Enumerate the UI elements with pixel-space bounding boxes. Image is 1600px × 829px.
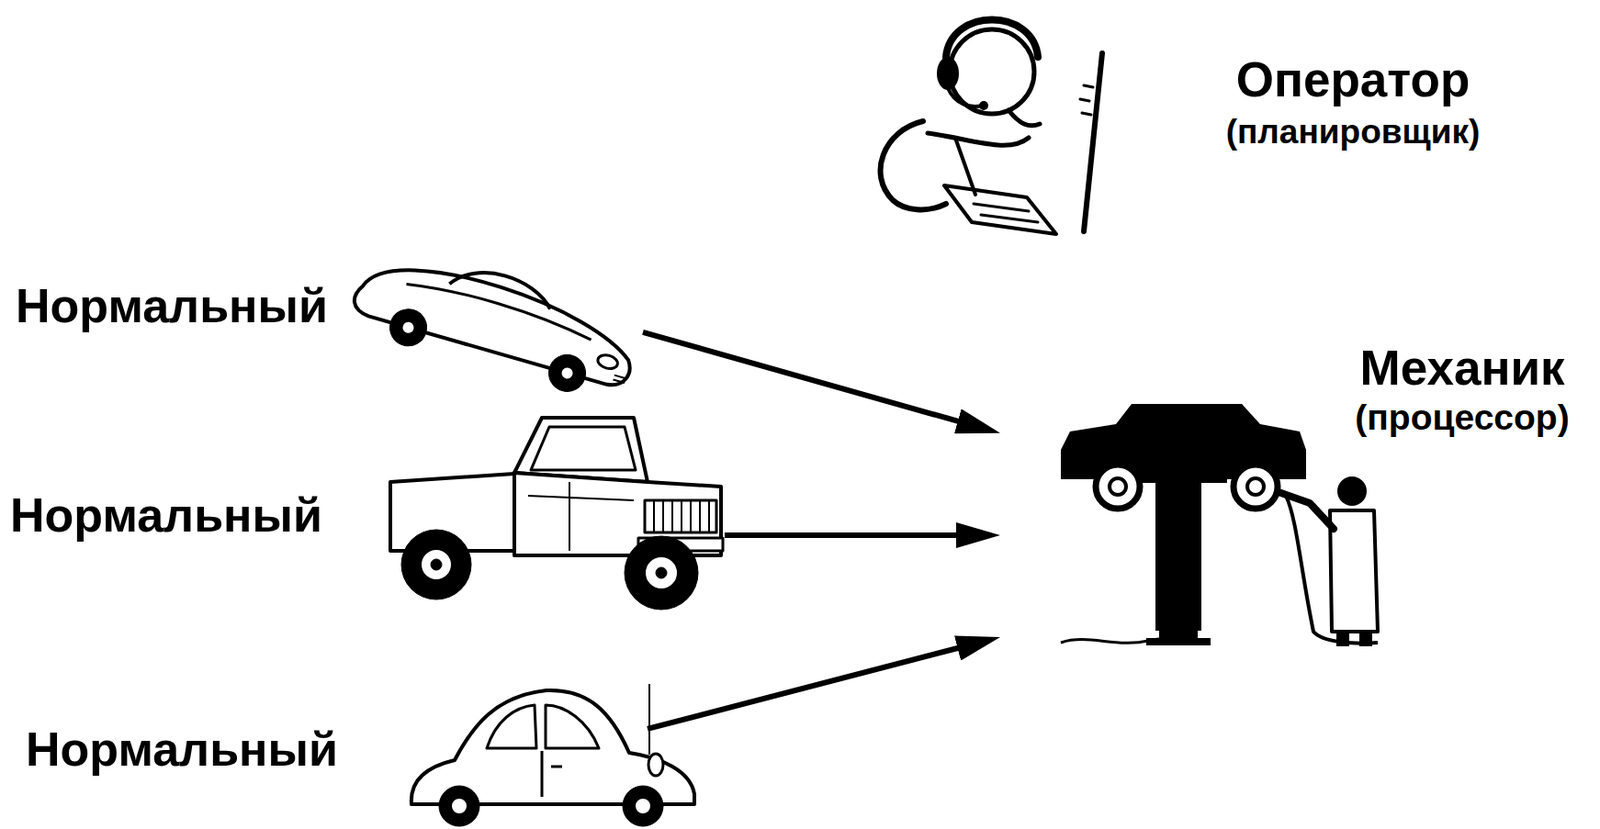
node-title: Механик (1334, 341, 1590, 395)
node-title: Нормальный (25, 723, 375, 777)
text-group: Механик(процессор) (1334, 341, 1590, 439)
text-group: Нормальный (25, 723, 375, 777)
node-subtitle: (планировщик) (1183, 113, 1523, 152)
pickup-truck (390, 417, 723, 610)
small-car (411, 684, 695, 827)
node-subtitle: (процессор) (1334, 398, 1590, 439)
car-node: Нормальный (25, 683, 648, 827)
text-group: Нормальный (10, 489, 369, 542)
flow-arrow (642, 332, 974, 427)
flow-arrow (724, 532, 973, 539)
node-title: Оператор (1183, 53, 1523, 107)
car-node: Нормальный (15, 214, 643, 384)
car-node: Нормальный (10, 407, 725, 613)
operator-figure (880, 20, 1103, 236)
flow-arrow (647, 644, 974, 730)
sports-car (346, 237, 646, 408)
mechanic-node: Механик(процессор) (1000, 347, 1594, 654)
operator-node: Оператор (планировщик) (872, 10, 1571, 240)
node-title: Нормальный (10, 489, 369, 542)
text-group: Оператор (планировщик) (1183, 53, 1523, 152)
text-group: Нормальный (15, 280, 365, 333)
mechanic-figure (1060, 404, 1378, 647)
node-title: Нормальный (15, 280, 365, 333)
